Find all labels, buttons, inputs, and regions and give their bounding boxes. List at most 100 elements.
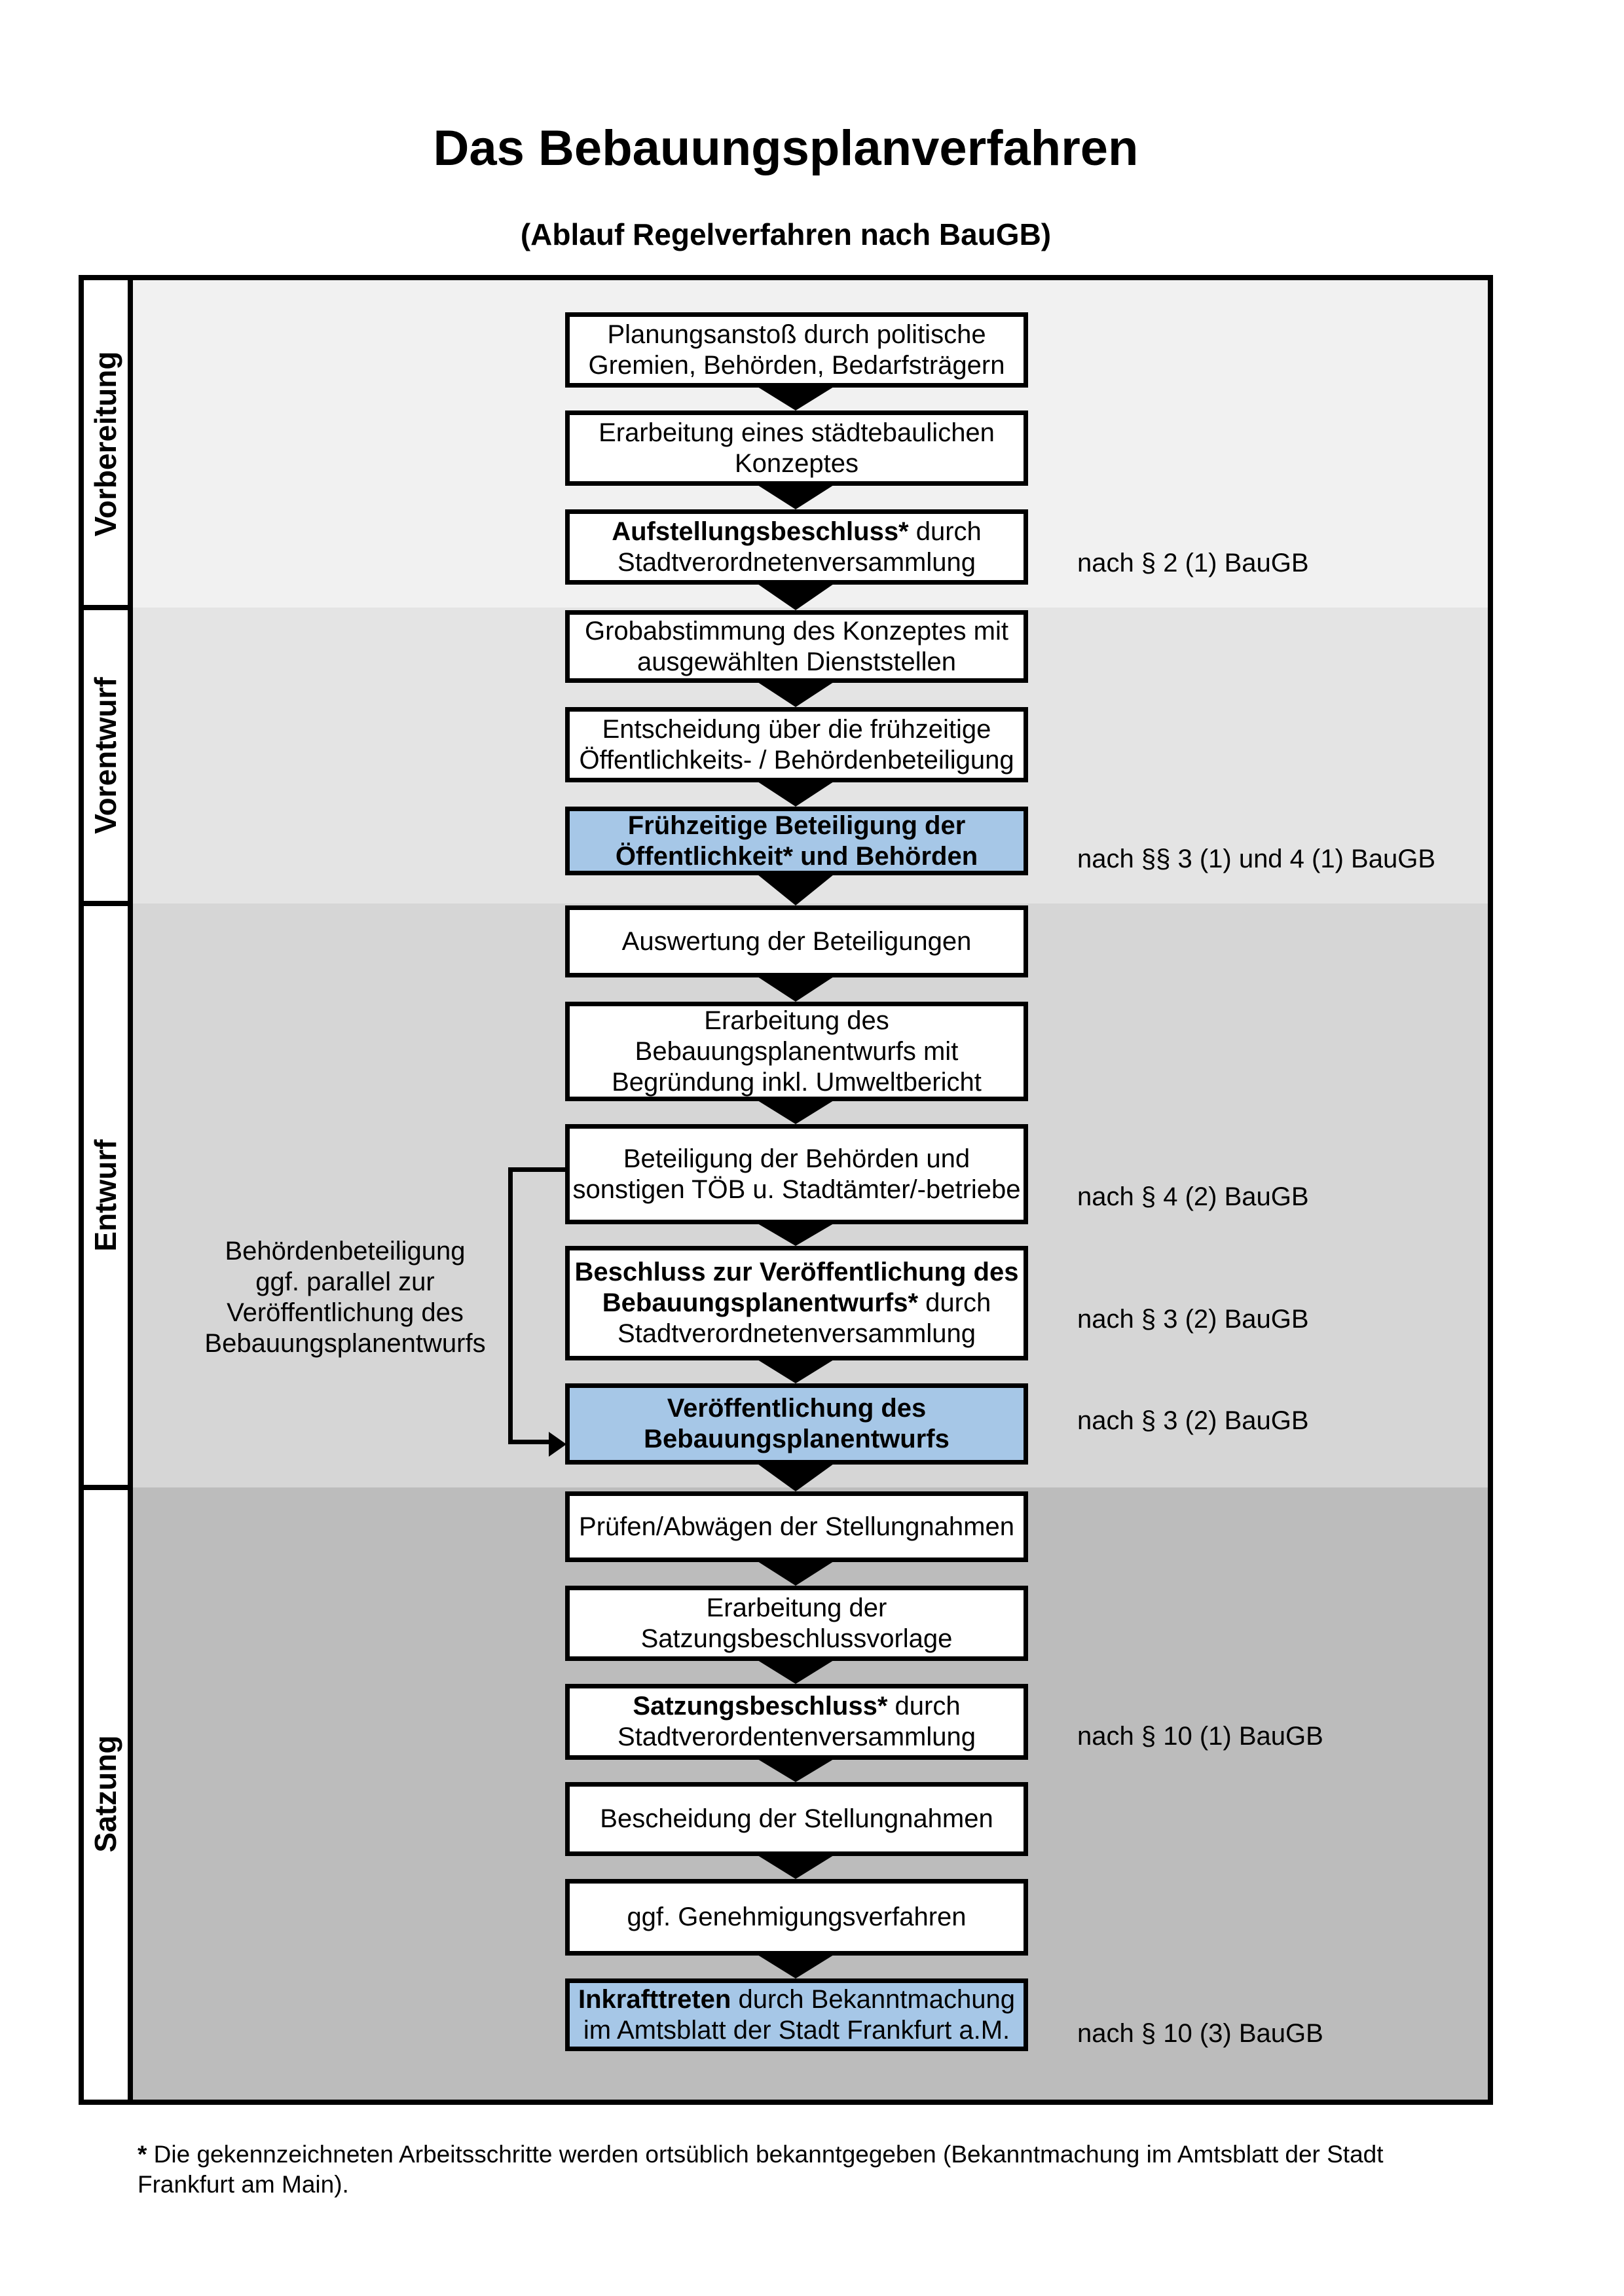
- footnote-text-run: *: [138, 2141, 147, 2168]
- flow-box-text-run: Veröffentlichung des: [667, 1394, 927, 1423]
- down-arrow-icon: [758, 977, 834, 1002]
- flow-box-line: Planungsanstoß durch politische: [570, 319, 1024, 350]
- flow-box-text-run: Bescheidung der Stellungnahmen: [600, 1804, 993, 1833]
- flow-box-line: Erarbeitung der: [570, 1593, 1024, 1624]
- down-arrow-icon: [758, 1660, 834, 1684]
- legal-reference: nach § 10 (3) BauGB: [1077, 2019, 1323, 2048]
- flow-box-text-run: Konzeptes: [734, 448, 859, 478]
- sidebar-column: [84, 280, 128, 2100]
- flow-box-text-run: durch: [918, 1288, 991, 1317]
- flow-box-line: Stadtverordentenversammlung: [570, 1722, 1024, 1753]
- flow-box-text-run: Satzungsbeschluss*: [633, 1692, 888, 1721]
- flow-box-line: Erarbeitung des: [570, 1006, 1024, 1036]
- footnote: * Die gekennzeichneten Arbeitsschritte w…: [138, 2140, 1513, 2200]
- flow-box-text-run: Beschluss zur Veröffentlichung des: [574, 1258, 1019, 1286]
- down-arrow-icon: [758, 1360, 834, 1383]
- flow-box-text-run: Erarbeitung der: [706, 1593, 887, 1622]
- footnote-text-run: Frankfurt am Main).: [138, 2171, 349, 2198]
- flow-box-line: Bescheidung der Stellungnahmen: [570, 1804, 1024, 1834]
- flow-box-text-run: im Amtsblatt der Stadt Frankfurt a.M.: [583, 2015, 1010, 2045]
- flow-box-text-run: ausgewählten Dienststellen: [637, 647, 956, 676]
- bracket-line-vertical: [508, 1167, 513, 1444]
- flow-box-line: Veröffentlichung des: [570, 1393, 1024, 1424]
- flow-box-text-run: Stadtverordentenversammlung: [618, 1722, 976, 1751]
- flow-box-line: Inkrafttreten durch Bekanntmachung: [570, 1984, 1024, 2015]
- flow-box: ggf. Genehmigungsverfahren: [565, 1879, 1028, 1956]
- legal-reference: nach § 3 (2) BauGB: [1077, 1305, 1309, 1334]
- flow-box-text-run: Stadtverordnetenversammlung: [618, 1319, 976, 1348]
- legal-reference: nach § 4 (2) BauGB: [1077, 1182, 1309, 1211]
- down-arrow-icon: [758, 1224, 834, 1246]
- flow-box-text-run: durch: [887, 1692, 961, 1721]
- flow-box: Auswertung der Beteiligungen: [565, 905, 1028, 977]
- flow-box-line: Öffentlichkeit* und Behörden: [570, 841, 1024, 872]
- flow-box-text-run: Bebauungsplanentwurfs mit: [635, 1036, 959, 1066]
- legal-reference: nach §§ 3 (1) und 4 (1) BauGB: [1077, 845, 1435, 873]
- flow-box-text-run: Entscheidung über die frühzeitige: [602, 714, 991, 744]
- flow-box-line: Grobabstimmung des Konzeptes mit: [570, 616, 1024, 647]
- flow-box-text-run: Prüfen/Abwägen der Stellungnahmen: [579, 1512, 1014, 1541]
- flow-box-line: Beschluss zur Veröffentlichung des: [570, 1257, 1024, 1288]
- flow-box-text-run: Gremien, Behörden, Bedarfsträgern: [588, 350, 1005, 380]
- flow-box: Prüfen/Abwägen der Stellungnahmen: [565, 1491, 1028, 1562]
- down-arrow-icon: [758, 1759, 834, 1782]
- flow-box-line: Beteiligung der Behörden und: [570, 1144, 1024, 1175]
- phase-sidebar-label: Vorentwurf: [88, 677, 122, 834]
- flow-box-text-run: Erarbeitung des: [704, 1006, 889, 1035]
- down-arrow-icon: [758, 875, 834, 905]
- sidebar-divider: [128, 280, 133, 2100]
- page-title: Das Bebauungsplanverfahren: [433, 120, 1139, 176]
- flow-box-text-run: Bebauungsplanentwurfs*: [602, 1288, 919, 1317]
- flow-box-line: sonstigen TÖB u. Stadtämter/-betriebe: [570, 1175, 1024, 1205]
- footnote-text-run: Die gekennzeichneten Arbeitsschritte wer…: [147, 2141, 1384, 2168]
- bracket-line-top: [508, 1167, 565, 1172]
- side-annotation-line: ggf. parallel zur: [255, 1267, 435, 1296]
- flow-box-line: ggf. Genehmigungsverfahren: [570, 1902, 1024, 1933]
- flow-box-line: ausgewählten Dienststellen: [570, 647, 1024, 678]
- down-arrow-icon: [758, 1464, 834, 1491]
- flow-box-line: Prüfen/Abwägen der Stellungnahmen: [570, 1512, 1024, 1542]
- flow-box-line: Aufstellungsbeschluss* durch: [570, 517, 1024, 547]
- phase-divider: [79, 901, 133, 906]
- down-arrow-icon: [758, 682, 834, 707]
- flow-box-text-run: Öffentlichkeit* und Behörden: [615, 841, 978, 871]
- flow-box-text-run: Öffentlichkeits- / Behördenbeteiligung: [579, 745, 1014, 774]
- down-arrow-icon: [758, 1101, 834, 1124]
- down-arrow-icon: [758, 387, 834, 410]
- flow-box-text-run: Bebauungsplanentwurfs: [644, 1425, 950, 1453]
- flow-box-text-run: Auswertung der Beteiligungen: [621, 926, 972, 956]
- flow-box-text-run: Inkrafttreten: [578, 1984, 731, 2014]
- legal-reference: nach § 10 (1) BauGB: [1077, 1722, 1323, 1751]
- phase-divider: [79, 605, 133, 610]
- flow-box-line: Konzeptes: [570, 448, 1024, 479]
- side-annotation-line: Veröffentlichung des: [227, 1298, 464, 1327]
- flow-box: Bescheidung der Stellungnahmen: [565, 1782, 1028, 1856]
- down-arrow-icon: [758, 782, 834, 807]
- flow-box-line: Begründung inkl. Umweltbericht: [570, 1067, 1024, 1098]
- phase-sidebar-label: Satzung: [88, 1735, 122, 1853]
- flow-box-line: Entscheidung über die frühzeitige: [570, 714, 1024, 745]
- flow-box-text-run: sonstigen TÖB u. Stadtämter/-betriebe: [572, 1175, 1021, 1204]
- flow-box-text-run: Begründung inkl. Umweltbericht: [612, 1067, 982, 1097]
- flow-box-line: Satzungsbeschluss* durch: [570, 1691, 1024, 1722]
- footnote-line: Frankfurt am Main).: [138, 2170, 1513, 2200]
- phase-divider: [79, 1485, 133, 1490]
- down-arrow-icon: [758, 1855, 834, 1879]
- flow-box-line: Bebauungsplanentwurfs: [570, 1424, 1024, 1455]
- side-annotation-line: Bebauungsplanentwurfs: [204, 1329, 486, 1358]
- flow-box-line: Stadtverordnetenversammlung: [570, 547, 1024, 578]
- flow-box-line: Frühzeitige Beteiligung der: [570, 811, 1024, 841]
- flow-box-text-run: Grobabstimmung des Konzeptes mit: [585, 616, 1008, 646]
- flow-box-line: Auswertung der Beteiligungen: [570, 926, 1024, 957]
- bracket-arrow-icon: [549, 1432, 566, 1457]
